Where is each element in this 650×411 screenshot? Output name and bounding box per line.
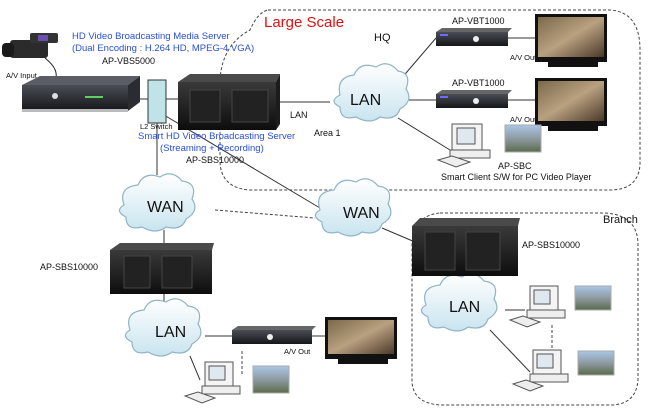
bottom-client-photo bbox=[252, 365, 290, 394]
cloud-wan-left-label: WAN bbox=[147, 199, 184, 216]
av-out-label-1: A/V Out bbox=[510, 53, 537, 62]
hq-client-photo bbox=[504, 124, 542, 153]
cloud-wan-center-label: WAN bbox=[343, 205, 380, 222]
cloud-wan-center bbox=[314, 178, 392, 237]
left-server-icon bbox=[110, 243, 214, 294]
branch-client-photo-1 bbox=[574, 285, 612, 311]
lan-link-label: LAN bbox=[290, 110, 308, 120]
media-server-icon bbox=[22, 76, 140, 112]
area-label: Area 1 bbox=[314, 128, 341, 138]
hq-decoder-1-label: AP-VBT1000 bbox=[452, 16, 505, 26]
camera-label: A/V Input bbox=[6, 71, 37, 80]
cloud-hq-lan-label: LAN bbox=[350, 92, 382, 109]
client-model-label: AP-SBC bbox=[498, 161, 532, 171]
bottom-decoder-icon bbox=[232, 326, 316, 344]
client-desc-label: Smart Client S/W for PC Video Player bbox=[441, 172, 592, 182]
connection-lines bbox=[130, 37, 535, 381]
camera-icon bbox=[2, 33, 58, 81]
hq-region-boundary bbox=[219, 9, 641, 191]
hq-region-label: HQ bbox=[374, 32, 391, 44]
media-server-title-1: HD Video Broadcasting Media Server bbox=[72, 31, 230, 42]
cloud-lan-left-label: LAN bbox=[155, 324, 187, 341]
hq-tv-2-icon bbox=[535, 78, 607, 131]
bottom-client-pc-icon bbox=[183, 361, 241, 404]
av-out-label-2: A/V Out bbox=[510, 115, 537, 124]
av-out-bottom-label: A/V Out bbox=[284, 347, 311, 356]
media-server-title-2: (Dual Encoding : H.264 HD, MPEG-4 VGA) bbox=[72, 43, 255, 54]
l2-switch-icon bbox=[147, 79, 167, 124]
branch-server-icon bbox=[412, 218, 520, 276]
hq-tv-1-icon bbox=[535, 14, 607, 67]
cloud-hq-lan bbox=[333, 63, 410, 122]
cloud-lan-left bbox=[124, 298, 202, 357]
smart-server-title-2: (Streaming + Recording) bbox=[160, 143, 264, 154]
cloud-wan-left bbox=[118, 173, 196, 232]
smart-server-model: AP-SBS10000 bbox=[186, 155, 245, 165]
left-server-label: AP-SBS10000 bbox=[40, 262, 99, 272]
branch-client-pc-2-icon bbox=[511, 349, 569, 392]
media-server-model: AP-VBS5000 bbox=[102, 56, 156, 66]
hq-decoder-2-icon bbox=[436, 90, 512, 108]
hq-decoder-2-label: AP-VBT1000 bbox=[452, 78, 505, 88]
cloud-shapes bbox=[118, 63, 498, 357]
diagram-title: Large Scale bbox=[264, 14, 345, 31]
smart-server-title-1: Smart HD Video Broadcasting Server bbox=[138, 131, 296, 142]
branch-server-label: AP-SBS10000 bbox=[522, 240, 581, 250]
hq-server-icon bbox=[178, 74, 280, 130]
hq-client-pc-icon bbox=[436, 123, 491, 168]
branch-client-pc-1-icon bbox=[508, 285, 566, 328]
l2-switch-label: L2 Switch bbox=[140, 122, 173, 131]
cloud-lan-branch-label: LAN bbox=[449, 299, 481, 316]
dashed-links bbox=[214, 209, 553, 375]
bottom-tv-icon bbox=[325, 317, 397, 364]
branch-client-photo-2 bbox=[577, 350, 615, 376]
branch-region-label: Branch bbox=[603, 214, 638, 226]
hq-decoder-1-icon bbox=[436, 28, 512, 46]
